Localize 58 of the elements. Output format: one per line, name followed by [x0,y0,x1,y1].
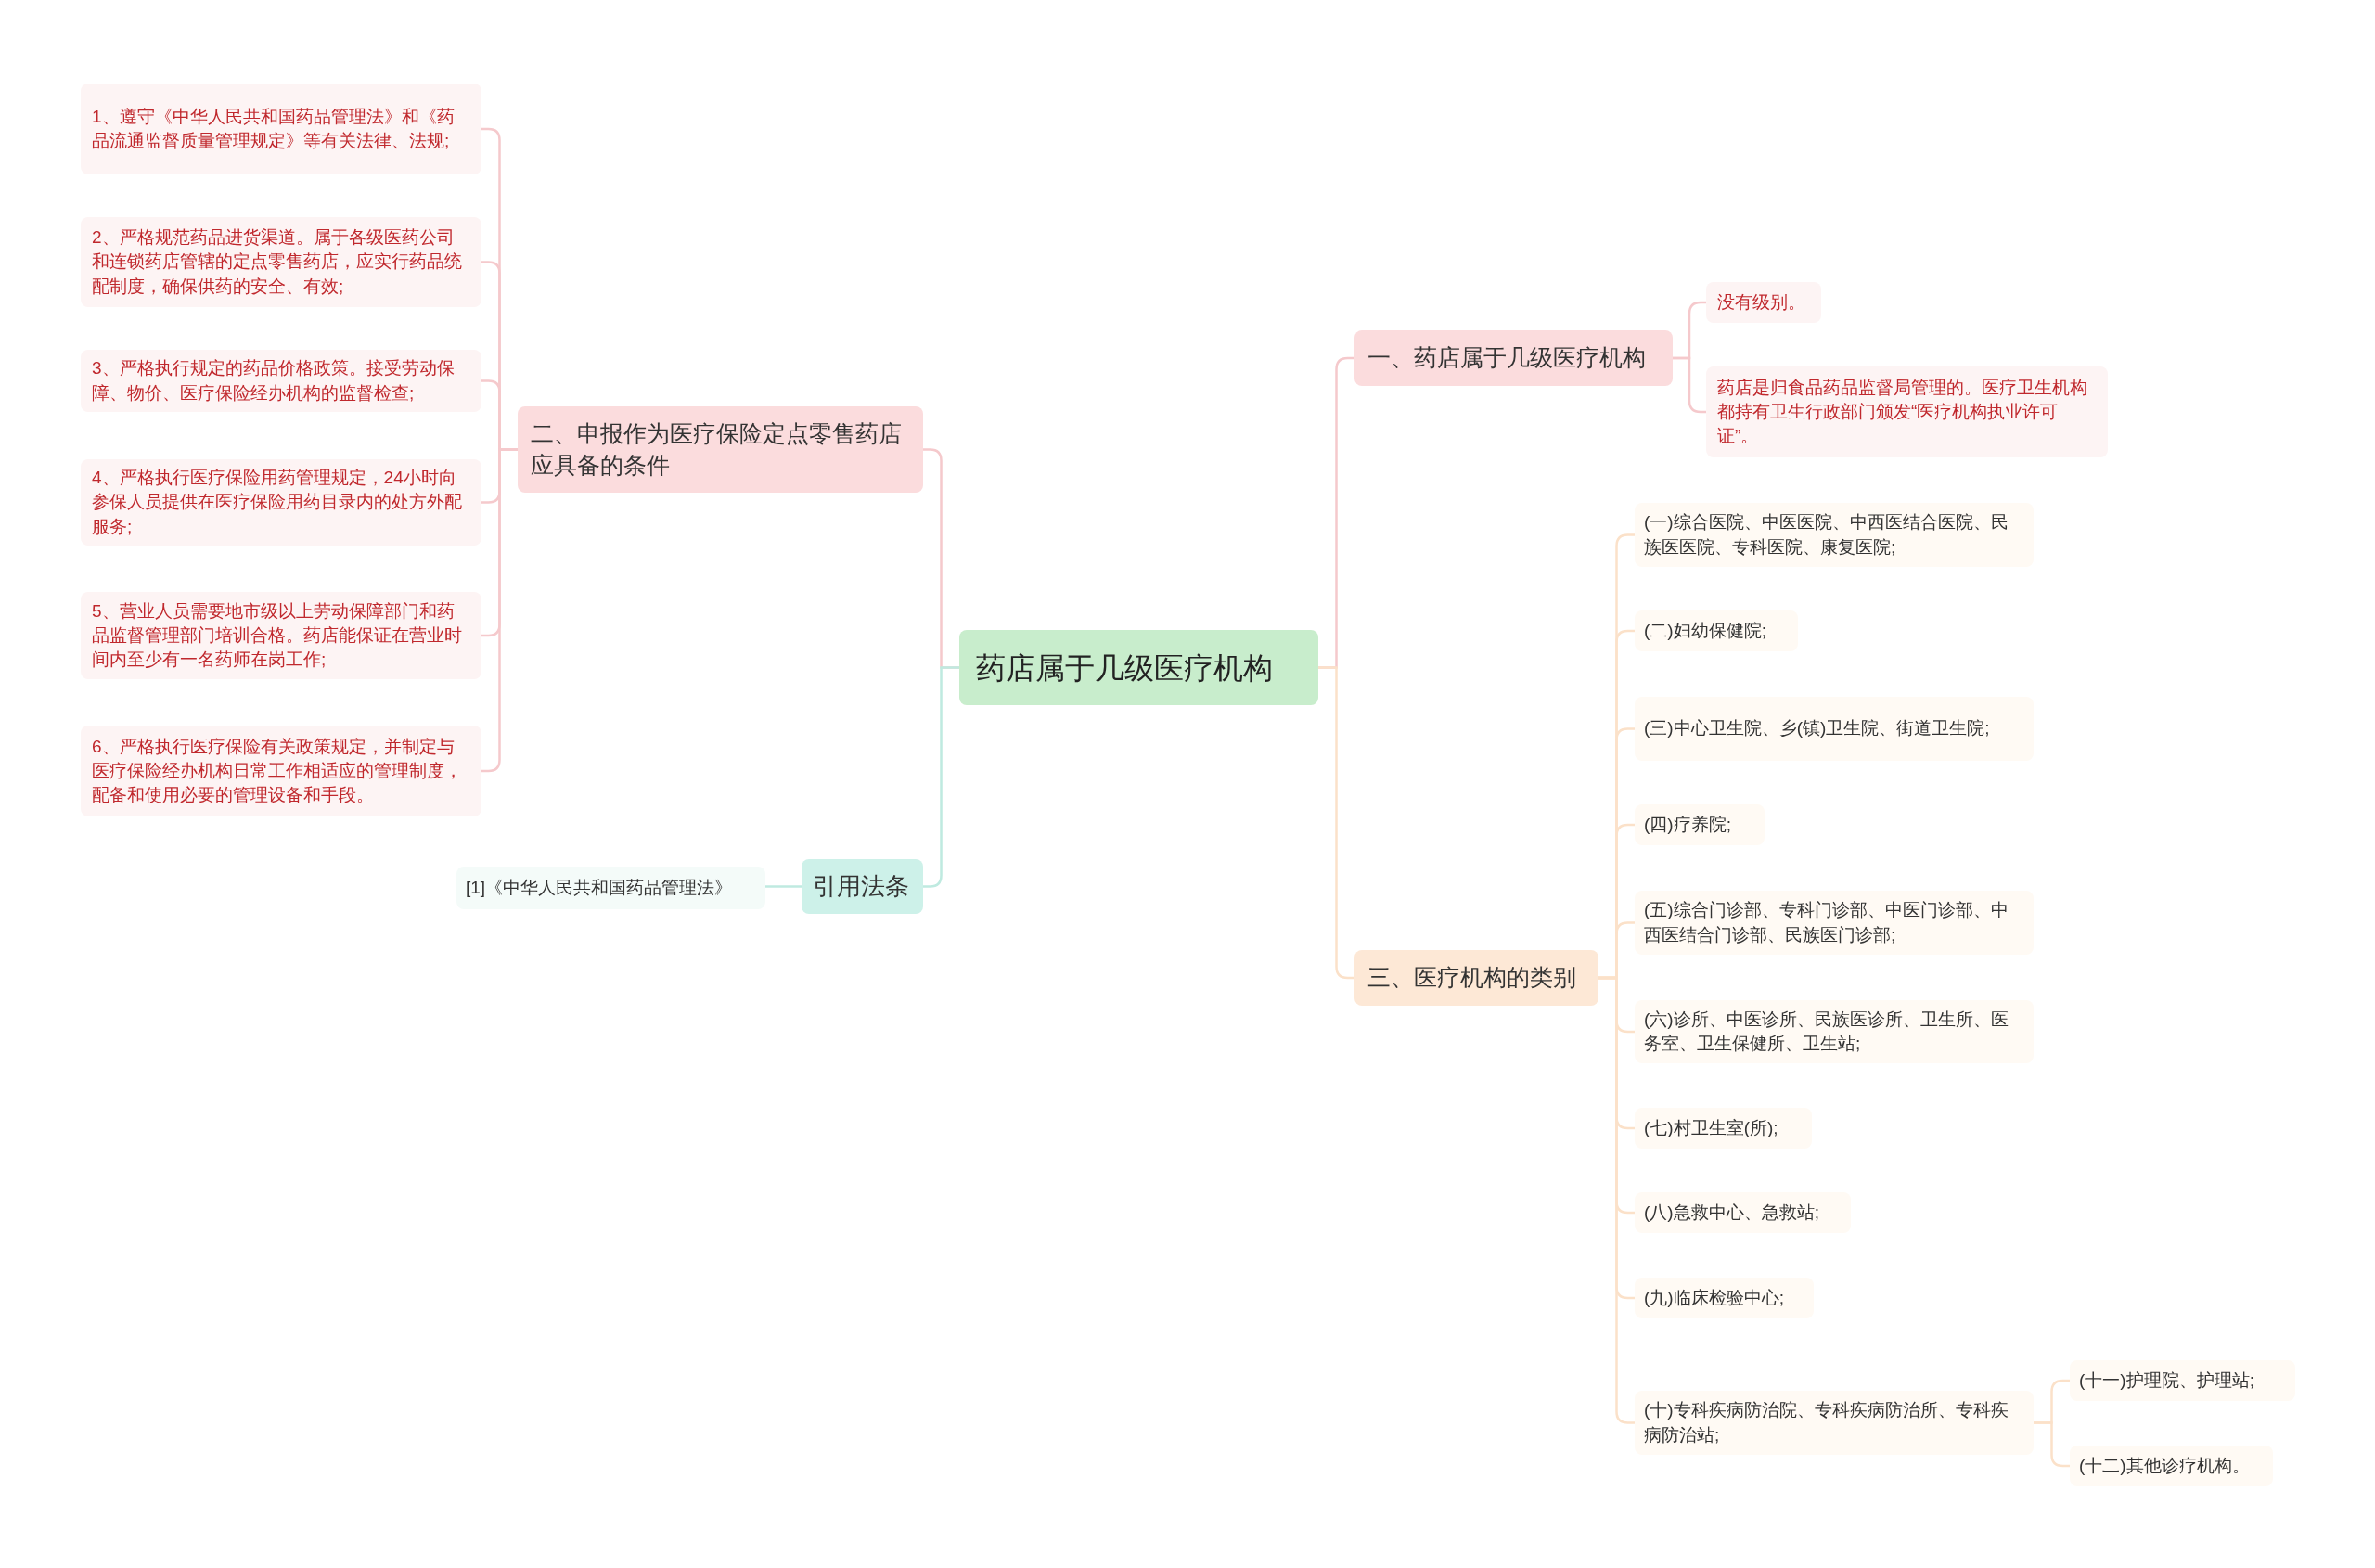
branch-topic-box [518,406,923,493]
topic-text: (七)村卫生室(所); [1644,1116,1778,1139]
subtopic-box [1635,891,2034,955]
topic-text: 5、营业人员需要地市级以上劳动保障部门和药品监督管理部门培训合格。药店能保证在营业时间内至少有一名药师在岗工作; [92,599,463,672]
topic-text: 引用法条 [813,871,909,902]
subtopic-box [81,84,481,174]
subtopic-box [2070,1360,2295,1401]
root-topic-box [959,630,1318,705]
topic-text: (一)综合医院、中医医院、中西医结合医院、民族医医院、专科医院、康复医院; [1644,511,2009,559]
topic-text: (八)急救中心、急救站; [1644,1201,1819,1224]
topic-text: (十一)护理院、护理站; [2079,1369,2254,1392]
subtopic-box [81,217,481,307]
subtopic-box [1635,1000,2034,1063]
topic-text: 3、严格执行规定的药品价格政策。接受劳动保障、物价、医疗保险经办机构的监督检查; [92,357,456,405]
topic-text: (五)综合门诊部、专科门诊部、中医门诊部、中西医结合门诊部、民族医门诊部; [1644,899,2009,946]
connector-line [481,448,518,773]
topic-text: (二)妇幼保健院; [1644,619,1766,642]
subtopic-box [81,459,481,546]
connector-line [765,885,802,888]
topic-text: 二、申报作为医疗保险定点零售药店应具备的条件 [531,418,903,480]
subtopic-box [1635,697,2034,761]
topic-text: 一、药店属于几级医疗机构 [1367,343,1646,373]
branch-topic-box [1354,330,1673,386]
connector-line [1673,356,1706,414]
branch-topic-box [802,859,923,914]
subtopic-box [1635,610,1798,651]
subtopic-box [1635,1192,1851,1233]
topic-text: 2、严格规范药品进货渠道。属于各级医药公司和连锁药店管辖的定点零售药店，应实行药品统配制度，确保供药的安全、有效; [92,226,463,298]
subtopic-box [81,726,481,816]
topic-text: 药店属于几级医疗机构 [976,649,1273,687]
subtopic-box [1635,1108,1812,1149]
connector-line [923,666,959,888]
topic-text: (十二)其他诊疗机构。 [2079,1454,2250,1477]
subtopic-box [1706,366,2108,457]
connector-line [1318,666,1354,980]
topic-text: (九)临床检验中心; [1644,1286,1784,1309]
connector-line [2034,1421,2070,1468]
topic-text: 1、遵守《中华人民共和国药品管理法》和《药品流通监督质量管理规定》等有关法律、法规; [92,105,456,152]
subtopic-box [2070,1446,2273,1486]
topic-text: 药店是归食品药品监督局管理的。医疗卫生机构都持有卫生行政部门颁发“医疗机构执业许可证”。 [1717,376,2088,448]
branch-topic-box [1354,950,1598,1006]
subtopic-box [81,592,481,679]
subtopic-box [1635,503,2034,567]
topic-text: 没有级别。 [1717,290,1805,314]
topic-text: (十)专科疾病防治院、专科疾病防治所、专科疾病防治站; [1644,1399,2009,1446]
subtopic-box [1635,1278,1814,1318]
topic-text: 三、医疗机构的类别 [1367,963,1576,993]
topic-text: 4、严格执行医疗保险用药管理规定，24小时向参保人员提供在医疗保险用药目录内的处方外配服务; [92,467,463,538]
topic-text: (六)诊所、中医诊所、民族医诊所、卫生所、医务室、卫生保健所、卫生站; [1644,1008,2009,1055]
subtopic-box [1635,804,1765,845]
topic-text: (四)疗养院; [1644,813,1731,836]
subtopic-box [81,350,481,412]
topic-text: 6、严格执行医疗保险有关政策规定，并制定与医疗保险经办机构日常工作相适应的管理制度，配备和使用必要的管理设备和手段。 [92,735,463,807]
topic-text: [1]《中华人民共和国药品管理法》 [466,876,733,899]
subtopic-box [1706,282,1821,323]
topic-text: (三)中心卫生院、乡(镇)卫生院、街道卫生院; [1644,717,1990,740]
subtopic-box [1635,1391,2034,1455]
subtopic-box [456,867,765,909]
